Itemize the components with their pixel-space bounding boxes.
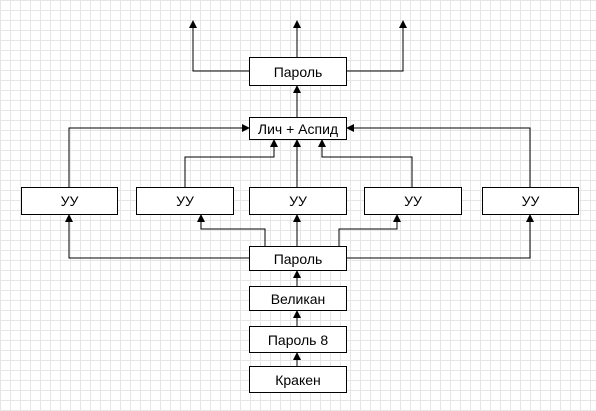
edge-uu-5-to-lich-aspid	[346, 124, 531, 187]
edge-uu-1-to-lich-aspid	[68, 124, 250, 187]
edge-mid-password-to-uu-4	[338, 214, 401, 246]
node-giant: Великан	[249, 286, 347, 311]
node-uu-1: УУ	[21, 187, 118, 215]
node-uu-3: УУ	[249, 187, 347, 215]
edge-top-password-to-output-right	[347, 20, 407, 72]
edge-top-password-to-output-left	[189, 20, 249, 72]
node-uu-5: УУ	[482, 187, 579, 215]
node-kraken: Кракен	[249, 366, 347, 393]
edge-mid-password-to-uu-5	[347, 214, 534, 259]
node-uu-2: УУ	[136, 187, 234, 215]
edge-uu-2-to-lich-aspid	[184, 139, 278, 187]
node-password-8: Пароль 8	[249, 326, 347, 353]
node-uu-4: УУ	[364, 187, 462, 215]
edge-mid-password-to-uu-2	[197, 214, 266, 246]
edge-mid-password-to-uu-1	[65, 214, 249, 259]
edge-uu-4-to-lich-aspid	[318, 139, 413, 187]
node-mid-password: Пароль	[249, 246, 347, 271]
node-top-password: Пароль	[249, 57, 347, 86]
node-lich-aspid: Лич + Аспид	[249, 117, 347, 140]
